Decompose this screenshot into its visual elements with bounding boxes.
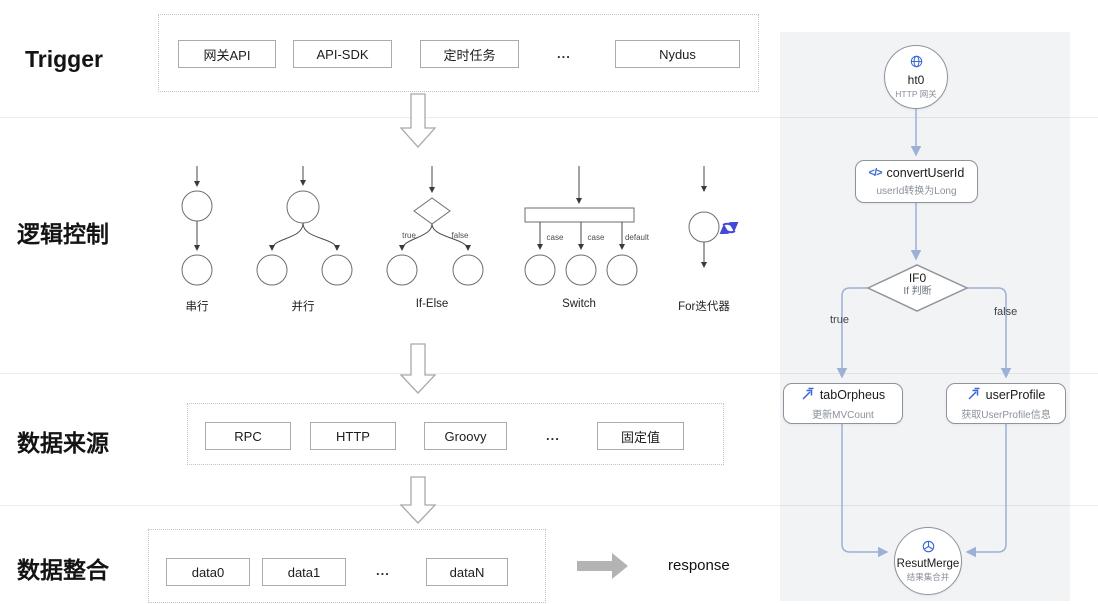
label-ifelse: If-Else <box>415 298 449 310</box>
label-case-1: case <box>546 233 564 242</box>
section-label-logic: 逻辑控制 <box>17 221 109 247</box>
label-parallel: 并行 <box>291 301 315 313</box>
flow-panel <box>780 32 1070 601</box>
flow-node-convertUserId: </> convertUserId userId转换为Long <box>855 160 978 203</box>
label-serial: 串行 <box>185 301 209 313</box>
datasource-ellipsis: ... <box>546 428 560 443</box>
flow-node-tabOrpheus: tabOrpheus 更新MVCount <box>783 383 903 424</box>
node-title: IF0 <box>908 271 927 285</box>
trigger-container <box>158 14 759 92</box>
datasource-item-rpc: RPC <box>205 422 291 450</box>
flow-node-resultMerge: ResutMerge 结果集合并 <box>894 527 962 595</box>
trigger-item-timer-task: 定时任务 <box>420 40 519 68</box>
section-divider <box>0 117 1098 118</box>
loop-icon <box>719 221 739 235</box>
trigger-item-nydus: Nydus <box>615 40 740 68</box>
trigger-item-api-sdk: API-SDK <box>293 40 392 68</box>
flow-node-userProfile: userProfile 获取UserProfile信息 <box>946 383 1066 424</box>
logic-diagrams <box>181 166 720 286</box>
trigger-item-gateway-api: 网关API <box>178 40 276 68</box>
merge-icon <box>922 540 935 558</box>
response-arrow-icon <box>577 553 628 579</box>
datasource-item-groovy: Groovy <box>424 422 507 450</box>
section-divider <box>0 505 1098 506</box>
node-title: userProfile <box>985 388 1046 402</box>
api-call-icon <box>967 387 981 404</box>
datasource-item-http: HTTP <box>310 422 396 450</box>
branch-label-false: false <box>994 306 1018 318</box>
label-for-iterator: For迭代器 <box>678 301 730 313</box>
node-subtitle: HTTP 网关 <box>895 88 937 99</box>
node-title: ResutMerge <box>896 557 960 570</box>
node-subtitle: userId转换为Long <box>876 186 957 197</box>
datasource-item-fixed-value: 固定值 <box>597 422 684 450</box>
label-default: default <box>624 233 650 242</box>
label-false: false <box>451 231 469 240</box>
node-title: convertUserId <box>886 166 965 180</box>
merge-item-data1: data1 <box>262 558 346 586</box>
globe-icon <box>910 55 923 73</box>
section-divider <box>0 373 1098 374</box>
label-true: true <box>402 231 416 240</box>
merge-item-dataN: dataN <box>426 558 508 586</box>
node-title: tabOrpheus <box>819 388 886 402</box>
merge-container <box>148 529 546 603</box>
response-label: response <box>668 557 730 574</box>
merge-item-data0: data0 <box>166 558 250 586</box>
label-switch: Switch <box>562 298 596 310</box>
node-subtitle: 获取UserProfile信息 <box>961 409 1051 421</box>
node-title: ht0 <box>907 72 925 87</box>
section-label-datasource: 数据来源 <box>17 430 109 456</box>
flow-node-ht0: ht0 HTTP 网关 <box>884 45 948 109</box>
code-icon: </> <box>868 167 883 179</box>
node-subtitle: 结果集合并 <box>906 571 950 582</box>
section-label-merge: 数据整合 <box>17 557 109 583</box>
section-label-trigger: Trigger <box>25 46 103 72</box>
node-subtitle: If 判断 <box>903 286 932 297</box>
datasource-container <box>187 403 724 465</box>
flow-node-if0: IF0 If 判断 <box>868 271 967 298</box>
node-subtitle: 更新MVCount <box>812 409 874 421</box>
label-case-2: case <box>587 233 605 242</box>
trigger-ellipsis: ... <box>557 46 571 61</box>
merge-ellipsis: ... <box>376 563 390 578</box>
branch-label-true: true <box>830 314 849 326</box>
api-call-icon <box>801 387 815 404</box>
